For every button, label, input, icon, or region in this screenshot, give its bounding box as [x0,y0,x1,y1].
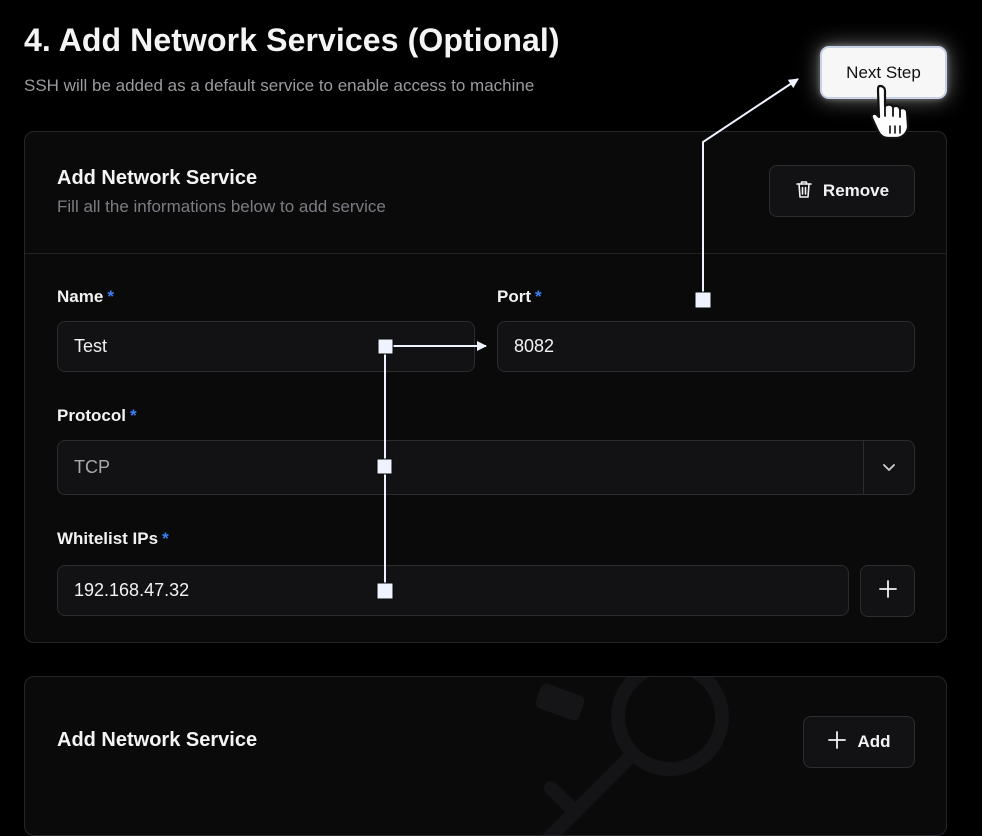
page-title: 4. Add Network Services (Optional) [24,22,560,58]
card-title: Add Network Service [57,729,258,751]
page-subtitle: SSH will be added as a default service t… [24,76,535,95]
port-label: Port* [497,287,542,306]
remove-button-label: Remove [822,181,890,200]
whitelist-ip-input[interactable]: 192.168.47.32 [57,565,849,616]
required-asterisk: * [162,529,169,548]
trash-icon [795,179,813,204]
hand-pointer-icon [870,84,910,140]
add-button-label: Add [857,732,891,751]
key-watermark-icon [535,677,729,835]
add-network-service-card: Add Network Service Add [24,676,947,836]
port-input[interactable]: 8082 [497,321,915,372]
name-label: Name* [57,287,114,306]
whitelist-label: Whitelist IPs* [57,529,169,548]
protocol-label: Protocol* [57,406,137,425]
required-asterisk: * [535,287,542,306]
card-title: Add Network Service [57,167,258,189]
remove-button[interactable]: Remove [769,165,915,217]
required-asterisk: * [129,406,137,425]
name-input[interactable]: Test [57,321,475,372]
plus-icon [878,579,898,604]
add-ip-button[interactable] [860,565,915,617]
plus-icon [827,730,847,755]
required-asterisk: * [107,287,114,306]
network-service-card: Add Network Service Fill all the informa… [24,131,947,643]
select-divider [863,441,864,494]
card-header: Add Network Service Fill all the informa… [25,132,946,254]
card-subtitle: Fill all the informations below to add s… [57,197,386,216]
add-service-button[interactable]: Add [803,716,915,768]
chevron-down-icon[interactable] [864,441,914,494]
protocol-select[interactable]: TCP [57,440,915,495]
